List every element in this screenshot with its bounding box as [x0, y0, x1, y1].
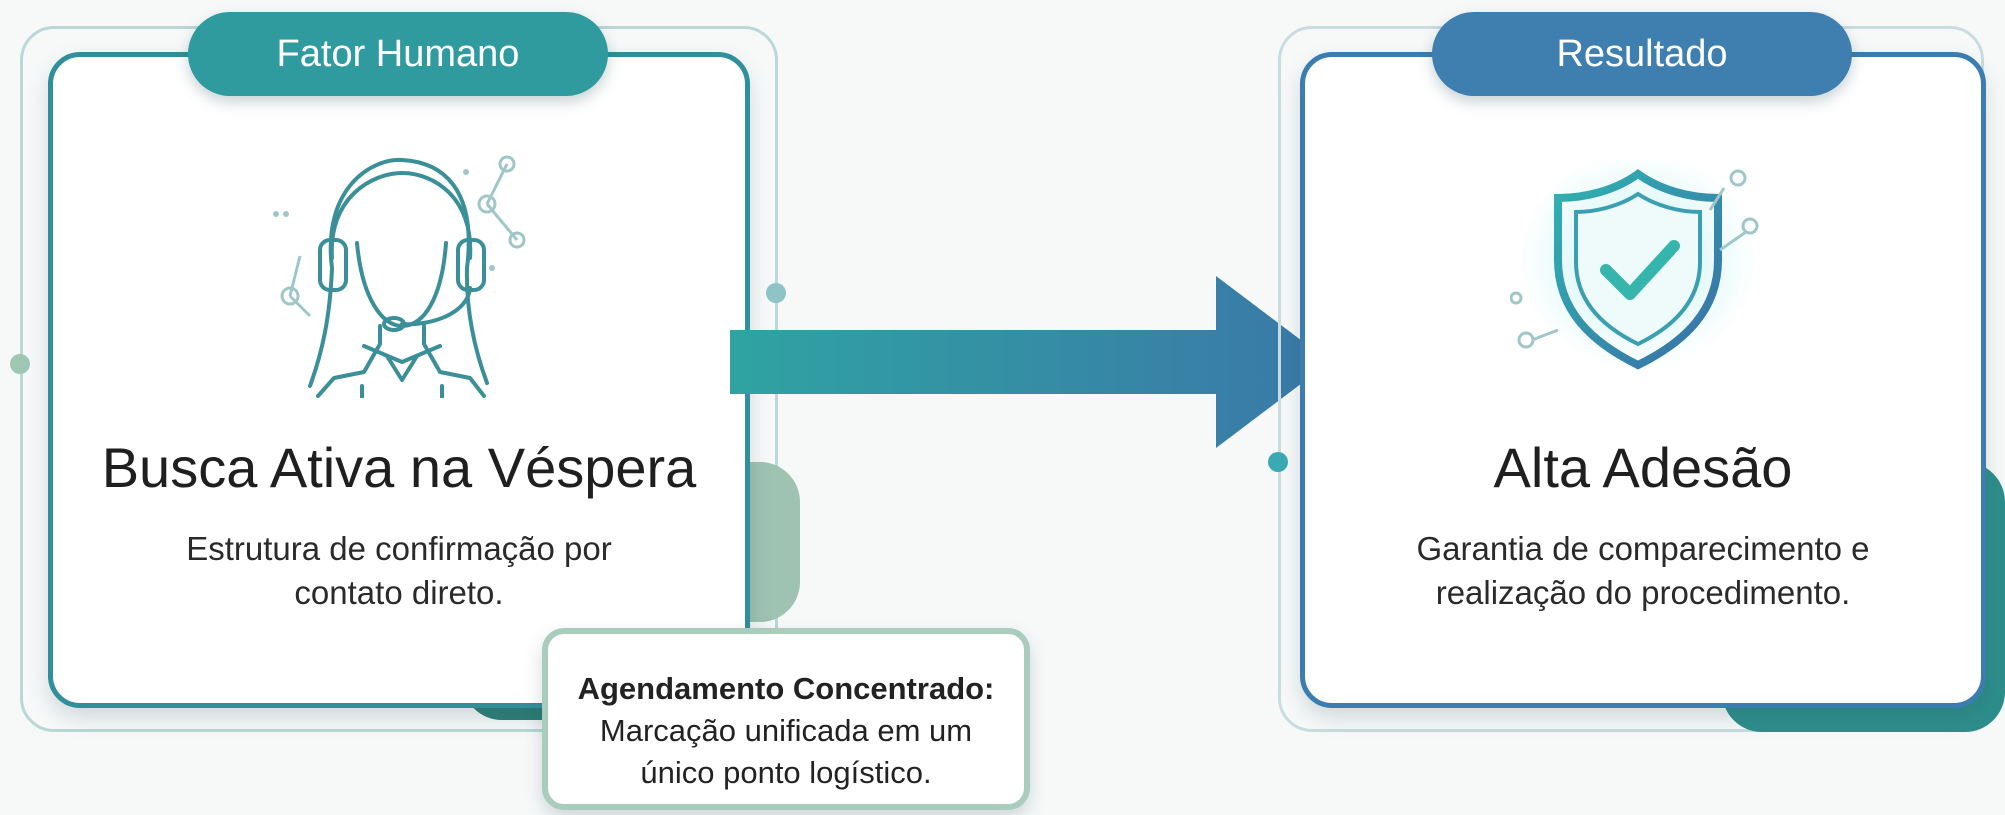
callout-box: Agendamento Concentrado: Marcação unific… [542, 628, 1030, 810]
flow-arrow [730, 276, 1330, 448]
shield-check-icon [1510, 160, 1759, 370]
right-card-title: Alta Adesão [1493, 436, 1793, 499]
left-frame-dot [10, 354, 30, 374]
callout-line2: único ponto logístico. [640, 755, 932, 790]
left-card-pill: Fator Humano [188, 12, 608, 96]
callout-title: Agendamento Concentrado: [577, 671, 995, 706]
callout-line1: Marcação unificada em um [599, 713, 973, 748]
left-card-description-line2: contato direto. [294, 574, 504, 611]
right-card-pill: Resultado [1432, 12, 1852, 96]
headset-operator-icon [273, 155, 526, 398]
right-card-description: Garantia de comparecimento e realização … [1345, 527, 1941, 615]
left-card-pill-label: Fator Humano [276, 32, 520, 75]
left-card-description-line1: Estrutura de confirmação por [186, 530, 612, 567]
right-card-description-line1: Garantia de comparecimento e [1416, 530, 1870, 567]
right-card-pill-label: Resultado [1556, 32, 1728, 75]
right-frame-dot [1268, 452, 1288, 472]
left-frame-dot-right [766, 283, 786, 303]
left-card-title: Busca Ativa na Véspera [101, 436, 697, 499]
right-card-description-line2: realização do procedimento. [1435, 574, 1851, 611]
left-card-description: Estrutura de confirmação por contato dir… [113, 527, 685, 615]
